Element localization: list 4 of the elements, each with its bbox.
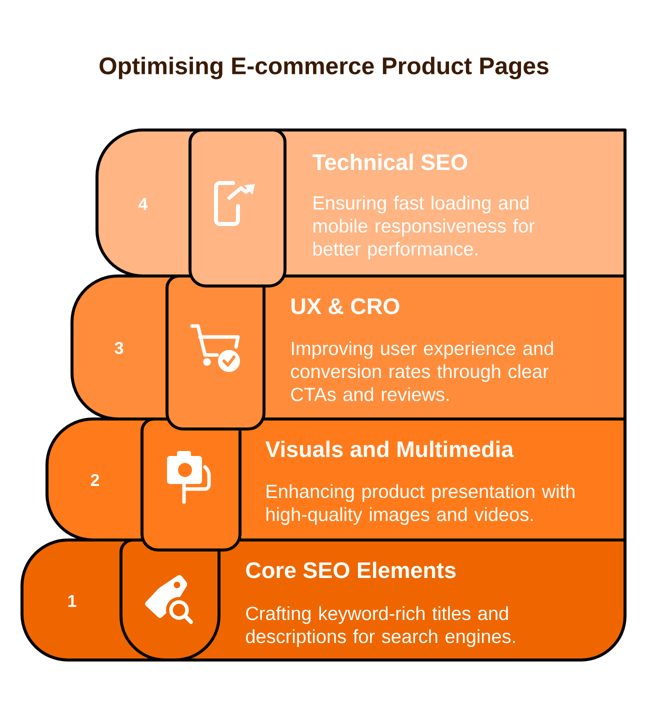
step-heading: Core SEO Elements xyxy=(246,562,456,578)
title: Optimising E-commerce Product Pages xyxy=(100,56,548,80)
step-description: Crafting keyword-rich titles and descriptions for search engines. xyxy=(246,606,515,647)
step-number: 1 xyxy=(68,595,76,607)
